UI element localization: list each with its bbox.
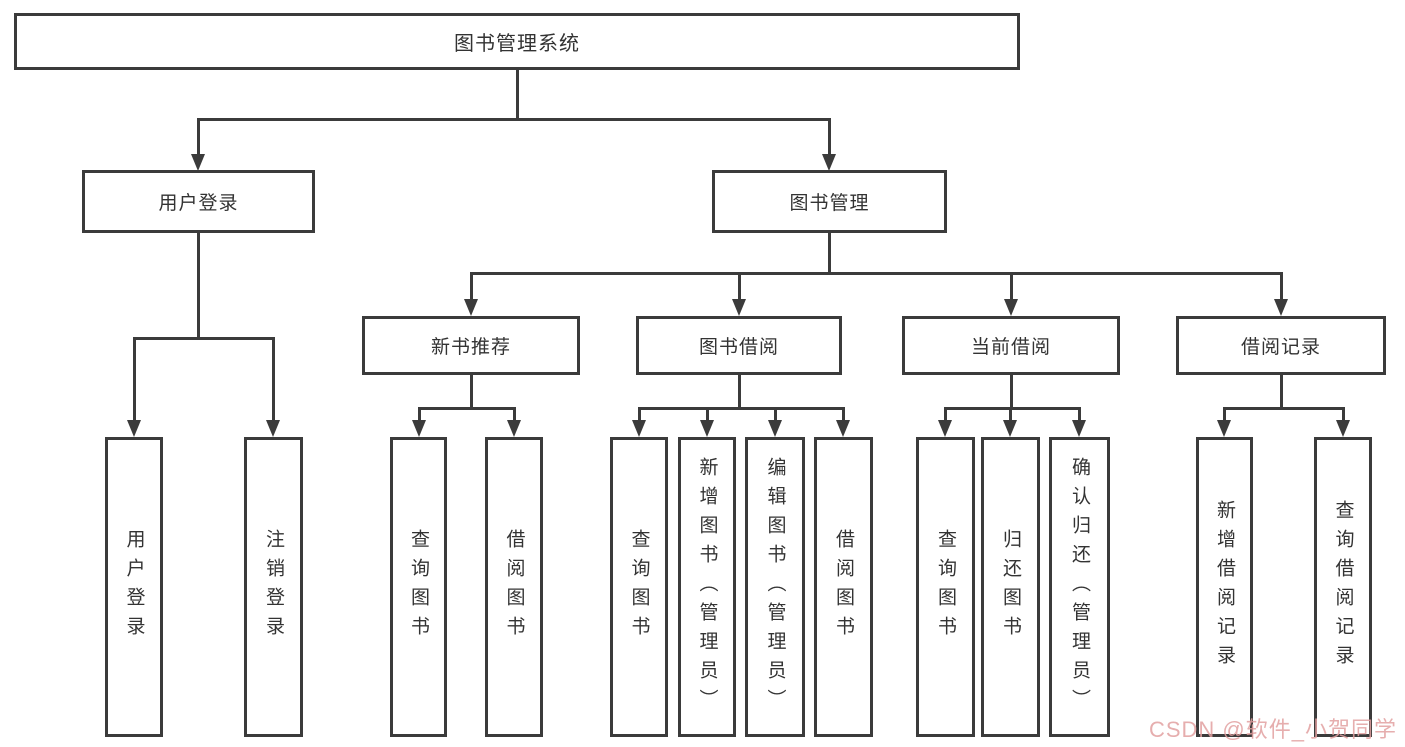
connector-line <box>133 337 275 340</box>
connector-line <box>1223 407 1226 423</box>
leaf-label: 用户登录 <box>123 529 145 645</box>
connector-line <box>638 407 641 423</box>
leaf-edit-books-admin: 编辑图书（管理员） <box>745 437 805 737</box>
arrow-down-icon <box>464 299 478 316</box>
connector-line <box>828 233 831 275</box>
connector-line <box>513 407 516 423</box>
leaf-label: 确认归还（管理员） <box>1069 456 1090 718</box>
connector-line <box>638 407 845 410</box>
leaf-user-login: 用户登录 <box>105 437 163 737</box>
leaf-query-books-recommend: 查询图书 <box>390 437 447 737</box>
node-root-library-system: 图书管理系统 <box>14 13 1020 70</box>
node-current-borrowing: 当前借阅 <box>902 316 1120 375</box>
arrow-down-icon <box>1072 420 1086 437</box>
leaf-return-books: 归还图书 <box>981 437 1040 737</box>
arrow-down-icon <box>938 420 952 437</box>
node-label: 图书管理系统 <box>454 33 580 55</box>
connector-line <box>774 407 777 423</box>
arrow-down-icon <box>1003 420 1017 437</box>
connector-line <box>842 407 845 423</box>
node-book-borrowing: 图书借阅 <box>636 316 842 375</box>
connector-line <box>738 272 741 302</box>
connector-line <box>1342 407 1345 423</box>
arrow-down-icon <box>266 420 280 437</box>
connector-line <box>1078 407 1081 423</box>
leaf-add-books-admin: 新增图书（管理员） <box>678 437 736 737</box>
arrow-down-icon <box>836 420 850 437</box>
arrow-down-icon <box>1004 299 1018 316</box>
leaf-label: 查询图书 <box>408 529 429 645</box>
connector-line <box>272 337 275 422</box>
node-label: 当前借阅 <box>970 337 1051 358</box>
leaf-query-books-current: 查询图书 <box>916 437 975 737</box>
node-label: 用户登录 <box>158 193 239 214</box>
leaf-borrow-books-recommend: 借阅图书 <box>485 437 543 737</box>
connector-line <box>470 272 1283 275</box>
node-label: 新书推荐 <box>430 337 511 358</box>
arrow-down-icon <box>732 299 746 316</box>
leaf-label: 借阅图书 <box>503 529 525 645</box>
connector-line <box>828 118 831 158</box>
leaf-logout: 注销登录 <box>244 437 303 737</box>
node-label: 借阅记录 <box>1240 337 1321 358</box>
csdn-watermark: CSDN @软件_小贺同学 <box>1148 717 1397 742</box>
connector-line <box>1280 272 1283 302</box>
leaf-label: 查询借阅记录 <box>1332 500 1354 674</box>
connector-line <box>197 233 200 340</box>
arrow-down-icon <box>1217 420 1231 437</box>
node-book-management: 图书管理 <box>712 170 947 233</box>
leaf-label: 借阅图书 <box>833 529 854 645</box>
node-label: 图书管理 <box>789 193 870 214</box>
leaf-label: 查询图书 <box>935 529 956 645</box>
leaf-label: 新增借阅记录 <box>1214 500 1235 674</box>
arrow-down-icon <box>127 420 141 437</box>
arrow-down-icon <box>507 420 521 437</box>
connector-line <box>738 375 741 410</box>
leaf-label: 查询图书 <box>628 529 650 645</box>
leaf-borrow-books-borrowing: 借阅图书 <box>814 437 873 737</box>
node-new-book-recommend: 新书推荐 <box>362 316 580 375</box>
connector-line <box>418 407 421 423</box>
connector-line <box>944 407 1081 410</box>
connector-line <box>470 375 473 410</box>
connector-line <box>516 70 519 121</box>
leaf-label: 注销登录 <box>263 529 284 645</box>
leaf-label: 新增图书（管理员） <box>696 456 718 718</box>
connector-line <box>1009 407 1012 423</box>
connector-line <box>1010 272 1013 302</box>
arrow-down-icon <box>1336 420 1350 437</box>
connector-line <box>133 337 136 422</box>
leaf-confirm-return-admin: 确认归还（管理员） <box>1049 437 1110 737</box>
connector-line <box>944 407 947 423</box>
connector-line <box>1223 407 1345 410</box>
leaf-query-books-borrowing: 查询图书 <box>610 437 668 737</box>
arrow-down-icon <box>1274 299 1288 316</box>
leaf-label: 归还图书 <box>1000 529 1021 645</box>
leaf-add-borrow-record: 新增借阅记录 <box>1196 437 1253 737</box>
connector-line <box>470 272 473 302</box>
node-borrowing-records: 借阅记录 <box>1176 316 1386 375</box>
arrow-down-icon <box>632 420 646 437</box>
connector-line <box>1010 375 1013 410</box>
leaf-label: 编辑图书（管理员） <box>764 456 786 718</box>
arrow-down-icon <box>412 420 426 437</box>
connector-line <box>1280 375 1283 410</box>
connector-line <box>706 407 709 423</box>
arrow-down-icon <box>191 154 205 171</box>
connector-line <box>197 118 831 121</box>
arrow-down-icon <box>822 154 836 171</box>
connector-line <box>197 118 200 158</box>
node-user-login: 用户登录 <box>82 170 315 233</box>
connector-line <box>418 407 516 410</box>
arrow-down-icon <box>768 420 782 437</box>
node-label: 图书借阅 <box>698 337 779 358</box>
leaf-query-borrow-record: 查询借阅记录 <box>1314 437 1372 737</box>
arrow-down-icon <box>700 420 714 437</box>
